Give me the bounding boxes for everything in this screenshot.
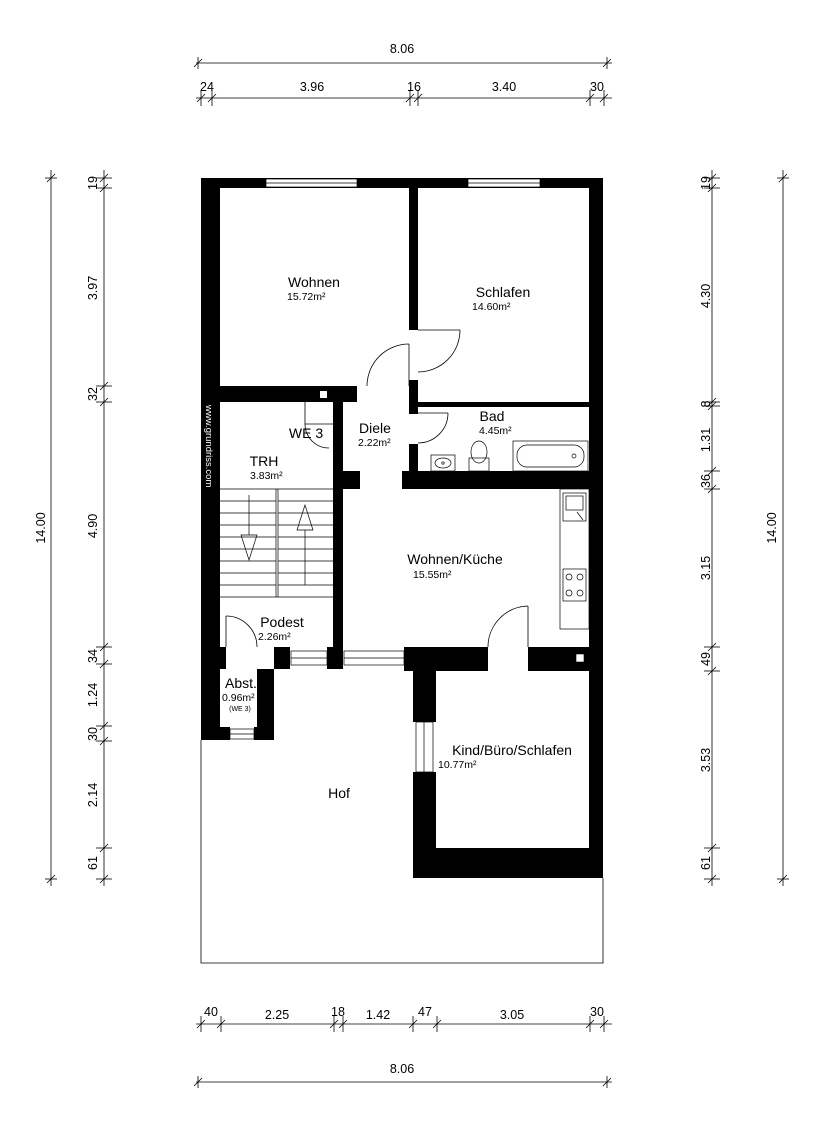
bottom-dim-7: 30 [590,1005,604,1019]
room-name-bad: Bad [480,408,505,424]
left-dim-5: 34 [86,649,100,663]
kitchen-fixtures [559,488,590,630]
top-dim-2: 3.96 [300,80,324,94]
room-name-kind: Kind/Büro/Schlafen [452,742,572,758]
room-area-wohnkueche: 15.55m² [413,569,452,581]
right-dim-2: 4.30 [699,284,713,308]
right-dim-1: 19 [699,176,713,190]
bottom-dim-3: 18 [331,1005,345,1019]
room-name-diele: Diele [359,420,391,436]
room-area-diele: 2.22m² [358,437,391,449]
top-total-dim: 8.06 [390,42,414,56]
bottom-dimension-chain [193,1016,612,1088]
room-name-trh: TRH [250,453,279,469]
bathtub-icon [512,440,589,472]
room-name-wohnkueche: Wohnen/Küche [407,551,503,567]
sink-icon [430,454,456,472]
room-area-podest: 2.26m² [258,631,291,643]
door-wohnen [366,343,410,387]
doors [225,329,529,648]
shaft-icon [320,391,327,398]
top-dim-1: 24 [200,80,214,94]
watermark-text: www.grundriss.com [203,404,214,487]
right-dim-5: 36 [699,474,713,488]
left-dim-9: 61 [86,856,100,870]
bottom-dim-4: 1.42 [366,1008,390,1022]
room-name-schlafen: Schlafen [476,284,530,300]
left-dim-1: 19 [86,176,100,190]
room-name-hof: Hof [328,785,350,801]
window-abst [229,728,255,740]
door-bad [417,412,449,444]
window-podest [290,650,328,666]
window-kueche [343,650,405,666]
room-area-trh: 3.83m² [250,470,283,482]
left-dim-3: 32 [86,387,100,401]
wall-opening [575,653,585,663]
window-schlafen [467,178,541,188]
bottom-dim-6: 3.05 [500,1008,524,1022]
top-dim-3: 16 [407,80,421,94]
room-name-we3: WE 3 [289,425,323,441]
top-dimension-chain [193,57,612,106]
right-total-dim: 14.00 [765,512,779,543]
door-kueche [487,605,529,648]
room-name-abst: Abst. [225,675,257,691]
left-dim-7: 30 [86,727,100,741]
bottom-dim-2: 2.25 [265,1008,289,1022]
room-area-bad: 4.45m² [479,425,512,437]
left-dimension-chain [45,170,112,886]
right-dim-8: 3.53 [699,748,713,772]
windows [229,178,541,773]
left-dim-8: 2.14 [86,783,100,807]
right-dimension-chain [704,170,789,886]
room-name-wohnen: Wohnen [288,274,340,290]
bottom-dim-5: 47 [418,1005,432,1019]
left-total-dim: 14.00 [34,512,48,543]
bottom-total-dim: 8.06 [390,1062,414,1076]
stair-arrow-down-icon [240,534,258,562]
left-dim-2: 3.97 [86,276,100,300]
kitchen-sink-icon [562,492,587,522]
room-note-abst: (WE 3) [229,706,251,713]
walls [201,178,603,878]
toilet-icon [468,440,490,472]
bottom-dim-1: 40 [204,1005,218,1019]
left-dim-4: 4.90 [86,514,100,538]
window-wohnen [265,178,358,188]
door-we3 [304,400,333,449]
top-dim-5: 30 [590,80,604,94]
hof-outline [200,740,604,964]
staircase [220,488,333,598]
room-name-podest: Podest [260,614,304,630]
left-dim-6: 1.24 [86,683,100,707]
stove-icon [562,568,587,602]
right-dim-6: 3.15 [699,556,713,580]
bathroom-fixtures [430,440,589,472]
top-dim-4: 3.40 [492,80,516,94]
right-dim-9: 61 [699,856,713,870]
door-schlafen [417,329,461,373]
room-area-kind: 10.77m² [438,759,477,771]
room-area-abst: 0.96m² [222,692,255,704]
stair-arrow-up-icon [296,503,314,531]
room-area-wohnen: 15.72m² [287,291,326,303]
right-dim-3: 8 [699,400,713,407]
right-dim-4: 1.31 [699,428,713,452]
room-area-schlafen: 14.60m² [472,301,511,313]
door-podest [225,615,258,648]
right-dim-7: 49 [699,652,713,666]
window-kind [415,721,434,773]
